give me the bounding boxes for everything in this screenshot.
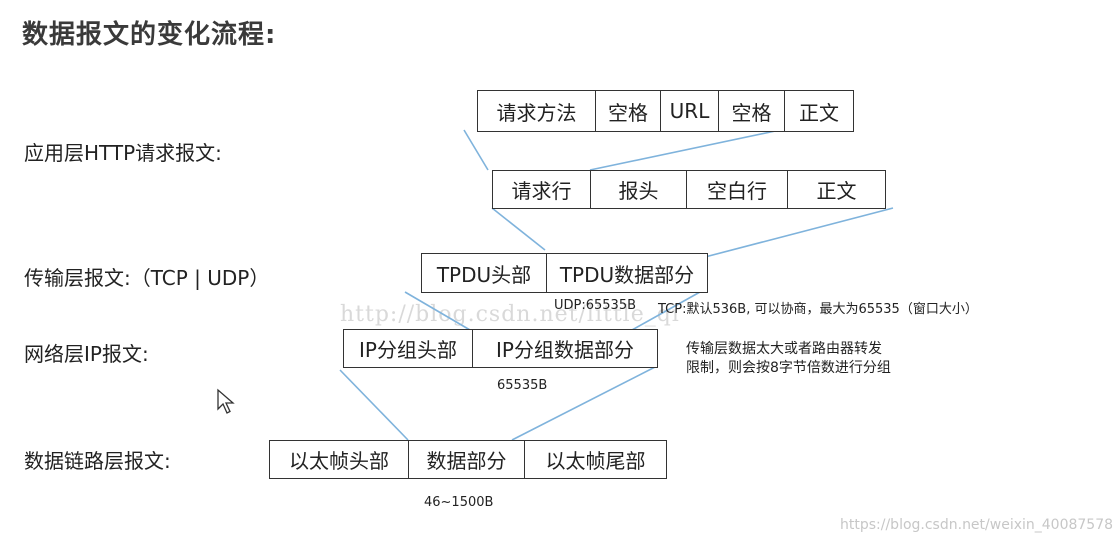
corner-watermark: https://blog.csdn.net/weixin_40087578 (840, 517, 1114, 533)
watermark-text: http://blog.csdn.net/little_qi (340, 302, 680, 327)
request-line-cell: 正文 (799, 100, 839, 125)
ip-packet-row: IP分组头部 IP分组数据部分 (343, 329, 658, 368)
layer-label-datalink: 数据链路层报文: (24, 449, 171, 473)
http-message-row: 请求行 报头 空白行 正文 (492, 170, 886, 209)
ip-header-cell: IP分组头部 (344, 330, 473, 367)
frame-data-cell: 数据部分 (409, 441, 525, 478)
frame-trailer-cell: 以太帧尾部 (545, 449, 646, 473)
mouse-cursor-icon (217, 388, 235, 414)
layer-label-network: 网络层IP报文: (24, 342, 149, 366)
tcp-size-label: TCP:默认536B, 可以协商，最大为65535（窗口大小） (658, 302, 978, 317)
request-line-cell: URL (661, 91, 719, 131)
layer-label-http: 应用层HTTP请求报文: (24, 141, 222, 165)
http-message-cell: 报头 (591, 171, 687, 208)
request-line-cell: 空格 (719, 91, 785, 131)
frame-header-cell: 以太帧头部 (270, 441, 409, 478)
fragmentation-note: 传输层数据太大或者路由器转发限制，则会按8字节倍数进行分组 (686, 341, 891, 376)
frame-size-label: 46~1500B (424, 495, 494, 510)
layer-label-transport: 传输层报文:（TCP | UDP） (24, 266, 270, 290)
request-line-cell: 空格 (596, 91, 661, 131)
frame-row: 以太帧头部 数据部分 以太帧尾部 (269, 440, 667, 479)
request-line-cell: 请求方法 (478, 91, 596, 131)
ip-size-label: 65535B (497, 378, 548, 393)
ip-data-cell: IP分组数据部分 (496, 338, 634, 362)
tpdu-row: TPDU头部 TPDU数据部分 (421, 253, 708, 293)
http-request-line-row: 请求方法 空格 URL 空格 正文 (477, 90, 854, 132)
http-message-cell: 请求行 (493, 171, 591, 208)
http-message-cell: 空白行 (687, 171, 788, 208)
http-message-cell: 正文 (816, 179, 857, 203)
tpdu-data-cell: TPDU数据部分 (559, 262, 695, 287)
page-title: 数据报文的变化流程: (22, 20, 277, 50)
tpdu-header-cell: TPDU头部 (422, 254, 547, 292)
udp-size-label: UDP:65535B (554, 298, 637, 313)
